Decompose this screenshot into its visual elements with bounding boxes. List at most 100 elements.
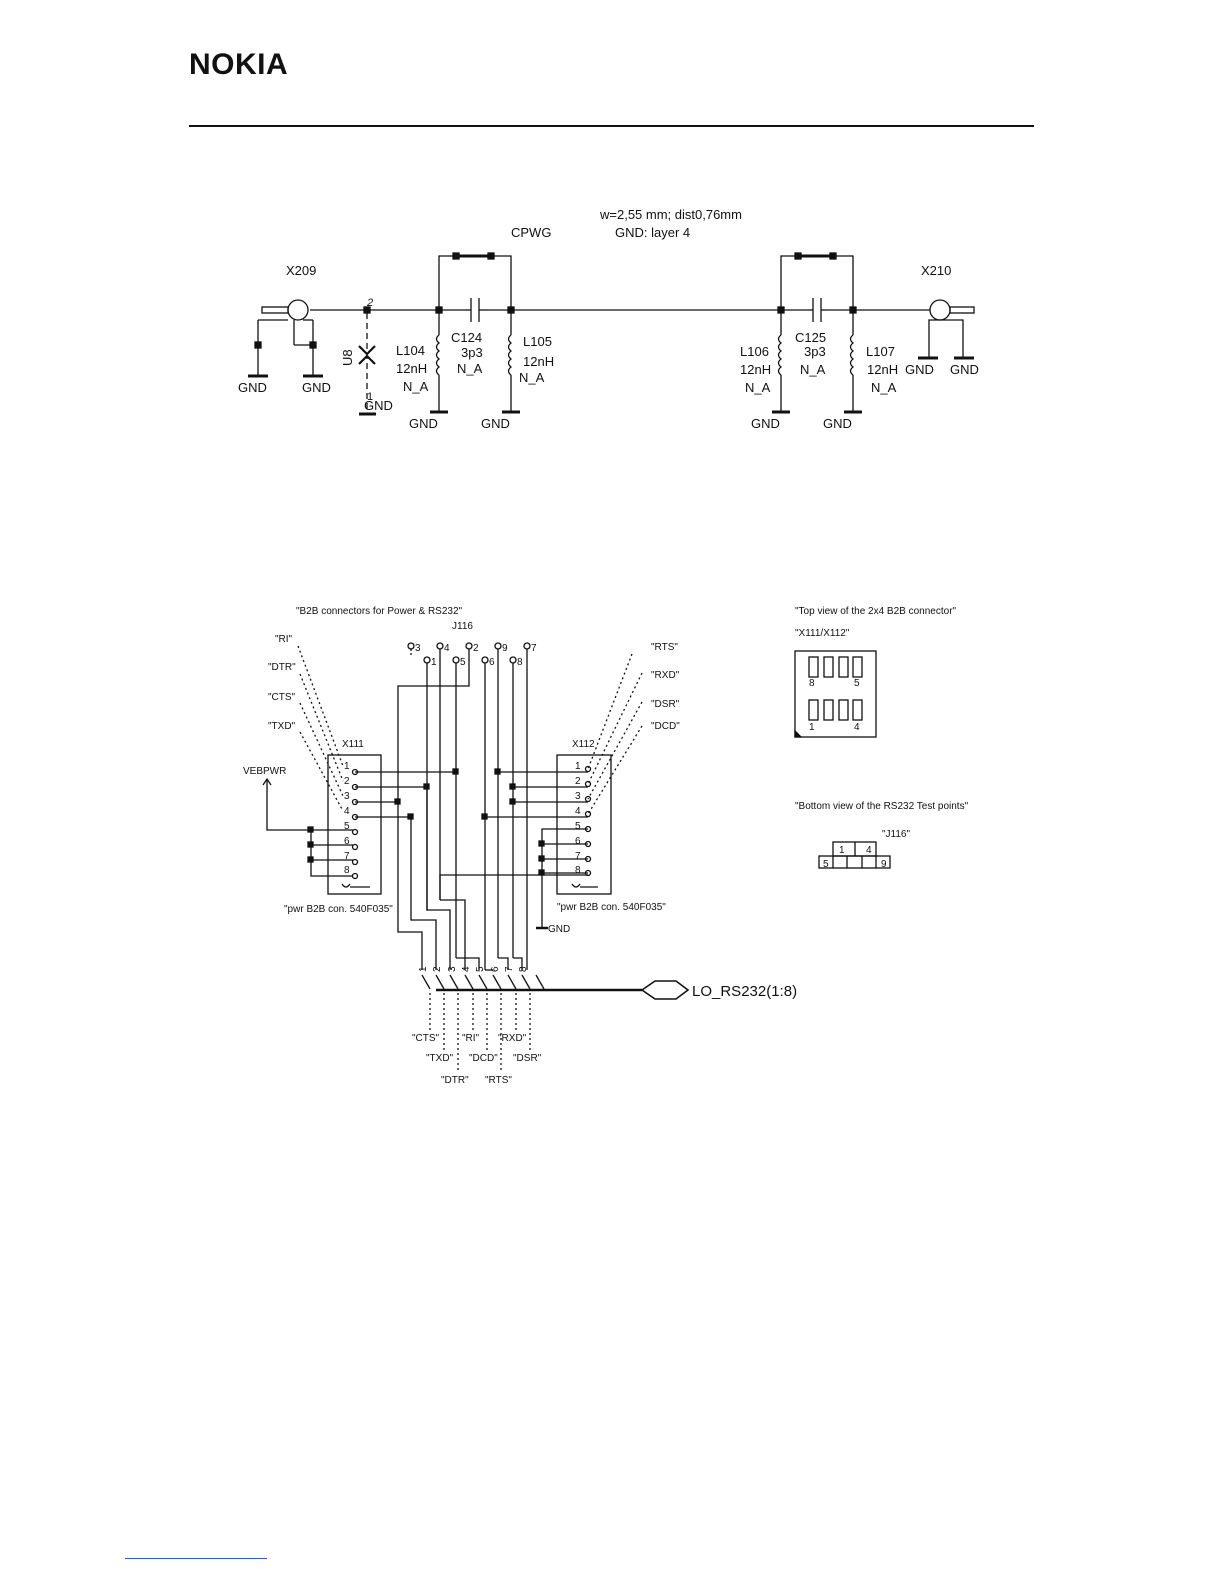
x111-connector [327,754,382,895]
signal-label: "RTS" [651,642,678,653]
x111-pin-num: 2 [344,776,350,787]
c124-value: 3p3 [461,345,483,360]
x111-pin-num: 1 [344,761,350,772]
bottom-view-sub: "J116" [882,829,910,840]
gnd-label: GND [950,362,979,377]
u8-pin2: 2 [366,297,373,309]
bus-signal-label: "TXD" [426,1053,454,1064]
u8-esd [358,306,376,416]
bus-tap-num: 8 [518,966,529,972]
bus-tap-num: 3 [447,966,458,972]
signal-label: "DCD" [651,721,680,732]
top-view-title: "Top view of the 2x4 B2B connector" [795,606,957,617]
footer-rule [125,1558,267,1559]
top-view-pin: 1 [809,722,815,733]
signal-label: "CTS" [268,692,296,703]
bus-signal-label: "CTS" [412,1033,440,1044]
l104-value: 12nH [396,361,427,376]
c124-section [430,252,520,414]
x112-pin-num: 6 [575,836,581,847]
b2b-title: "B2B connectors for Power & RS232" [296,606,463,617]
j116-pin: 7 [531,643,537,654]
bus-tap-num: 5 [475,966,486,972]
signal-label: "TXD" [268,721,296,732]
gnd-label: GND [823,416,852,431]
bus-tap-num: 6 [490,966,501,972]
gnd-label: GND [548,924,570,935]
x112-pin-num: 3 [575,791,581,802]
j116-pin: 8 [517,657,523,668]
gnd-label: GND [302,380,331,395]
header-rule [189,125,1034,127]
x111-pin-num: 4 [344,806,350,817]
bus-signal-label: "DSR" [513,1053,542,1064]
pwr-connector-label: "pwr B2B con. 540F035" [557,902,666,913]
top-view-pin: 5 [854,678,860,689]
x112-label: X112 [572,739,595,750]
c125-value: 3p3 [804,344,826,359]
c124-na: N_A [457,361,483,376]
rf-note-line1: w=2,55 mm; dist0,76mm [599,207,742,222]
bottom-view-pin: 5 [823,859,829,870]
x111-pin-num: 8 [344,865,350,876]
j116-pin: 6 [489,657,495,668]
bus-tap-num: 7 [504,966,515,972]
gnd-wire [541,828,588,928]
vebpwr-label: VEBPWR [243,766,286,777]
bottom-view-title: "Bottom view of the RS232 Test points" [795,801,969,812]
bus-signal-label: "RXD" [498,1033,527,1044]
rs232-wiring [355,649,588,971]
vebpwr-wire [266,780,353,831]
x112-pin-num: 1 [575,761,581,772]
top-view-sub: "X111/X112" [795,628,850,639]
bus-signal-dashes [429,993,531,1072]
l107-na: N_A [871,380,897,395]
x112-pin-num: 4 [575,806,581,817]
x111-label: X111 [342,739,364,750]
pwr-connector-label: "pwr B2B con. 540F035" [284,904,393,915]
gnd-label: GND [751,416,780,431]
rf-note-line2: GND: layer 4 [615,225,690,240]
top-view-pin: 8 [809,678,815,689]
l105-value: 12nH [523,354,554,369]
gnd-label: GND [364,398,393,413]
bottom-view-pin: 4 [866,845,872,856]
bus-signal-label: "RTS" [485,1075,512,1086]
j116-pin: 4 [444,643,450,654]
signal-label: "RXD" [651,670,680,681]
x112-connector [556,754,612,895]
u8-pin1: 1 [367,391,373,403]
c125-section [772,252,862,414]
x112-pin-num: 2 [575,776,581,787]
bottom-view-j116: "Bottom view of the RS232 Test points" "… [795,801,969,869]
l106-na: N_A [745,380,771,395]
nokia-logo: NOKIA [189,48,289,81]
rf-section: w=2,55 mm; dist0,76mm GND: layer 4 CPWG … [238,207,979,431]
x112-pin-num: 5 [575,821,581,832]
vebpwr-symbol [262,777,272,786]
signal-label: "RI" [275,634,293,645]
rs232-section: "B2B connectors for Power & RS232" J116 … [243,606,797,1086]
l106-ref: L106 [740,344,769,359]
bus-signal-label: "RI" [462,1033,480,1044]
j116-label: J116 [452,621,473,632]
x210-connector [918,299,975,360]
bottom-view-pin: 9 [881,859,887,870]
bus-label: LO_RS232(1:8) [692,983,797,1000]
j116-pin: 3 [415,643,421,654]
signal-label: "DSR" [651,699,680,710]
top-view-b2b: "Top view of the 2x4 B2B connector" "X11… [794,606,957,738]
j116-pin: 2 [473,643,479,654]
j116-pin: 5 [460,657,466,668]
j116-pin: 1 [431,657,437,668]
gnd-label: GND [481,416,510,431]
bus-tap-num: 1 [418,966,429,972]
x209-connector [248,299,323,378]
cpwg-label: CPWG [511,225,551,240]
x209-label: X209 [286,263,316,278]
bus-signal-label: "DTR" [441,1075,469,1086]
l105-na: N_A [519,370,545,385]
l104-ref: L104 [396,343,425,358]
l105-ref: L105 [523,334,552,349]
